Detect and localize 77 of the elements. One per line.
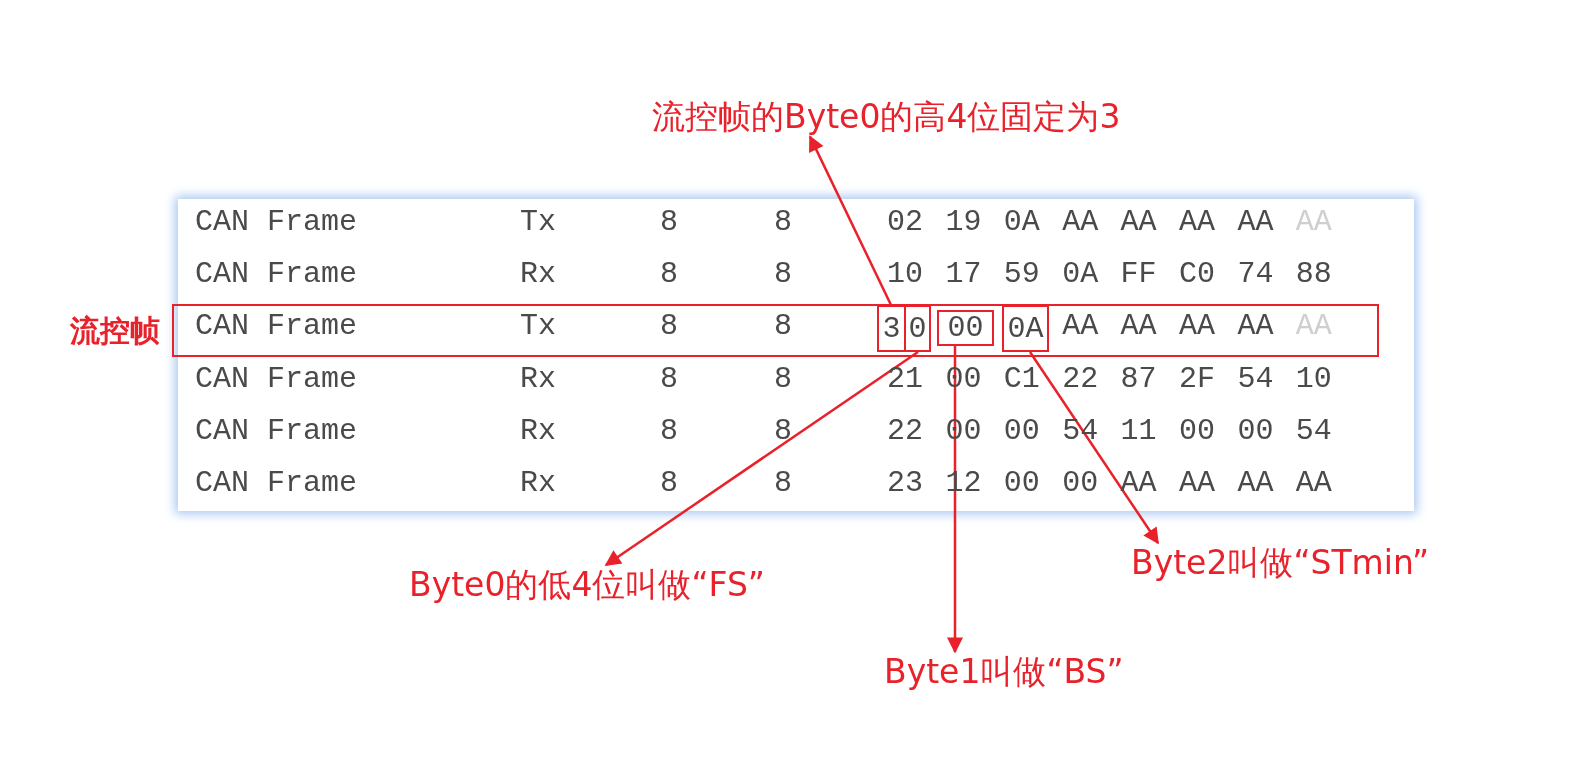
arrow [604, 350, 919, 567]
byte-cell: AA [1237, 207, 1274, 237]
length-cell: 8 [660, 364, 678, 394]
direction-cell: Rx [520, 364, 556, 394]
direction-cell: Tx [520, 311, 556, 341]
length-cell: 8 [660, 468, 678, 498]
arrow [1028, 351, 1160, 545]
byte-cell: AA [1120, 468, 1157, 498]
byte-cell: 10 [1295, 364, 1332, 394]
frame-type-cell: CAN Frame [195, 259, 358, 289]
byte-cell: AA [1295, 468, 1332, 498]
byte-cell: 23 [887, 468, 923, 498]
byte-cell: AA [1120, 311, 1157, 341]
callout-text: Byte2叫做“STmin” [1131, 543, 1430, 583]
byte-cell: 2F [1179, 364, 1215, 394]
direction-cell: Rx [520, 468, 556, 498]
byte-cell: 10 [887, 259, 923, 289]
byte-cell: 00 [1003, 468, 1040, 498]
length-cell: 8 [774, 416, 792, 446]
byte-cell: 0A [1003, 207, 1040, 237]
callout-text: Byte1叫做“BS” [884, 652, 1124, 692]
byte-cell: 00 [1237, 416, 1274, 446]
length-cell: 8 [774, 364, 792, 394]
length-cell: 8 [774, 207, 792, 237]
highlight-box: 0A [1002, 305, 1049, 352]
byte-cell: 74 [1237, 259, 1274, 289]
length-cell: 8 [774, 468, 792, 498]
byte-cell: 88 [1295, 259, 1332, 289]
byte-cell: 11 [1120, 416, 1157, 446]
length-cell: 8 [660, 416, 678, 446]
byte-cell: AA [1179, 468, 1215, 498]
byte-cell: 87 [1120, 364, 1157, 394]
byte-cell: 54 [1295, 416, 1332, 446]
byte-cell: 54 [1237, 364, 1274, 394]
byte-cell: AA [1237, 311, 1274, 341]
byte-cell: AA [1120, 207, 1157, 237]
highlight-box [172, 304, 1379, 357]
callout-text: Byte0的低4位叫做“FS” [409, 565, 765, 605]
frame-type-cell: CAN Frame [195, 364, 358, 394]
byte-cell: 59 [1003, 259, 1040, 289]
byte-cell: 02 [887, 207, 923, 237]
highlight-box: 00 [937, 310, 994, 346]
direction-cell: Rx [520, 416, 556, 446]
arrow [808, 135, 893, 306]
length-cell: 8 [660, 259, 678, 289]
byte-cell: C1 [1003, 364, 1040, 394]
byte-cell: 00 [1062, 468, 1099, 498]
byte-cell: 21 [887, 364, 923, 394]
arrow [947, 346, 963, 654]
length-cell: 8 [774, 259, 792, 289]
length-cell: 8 [660, 311, 678, 341]
byte-cell: 17 [945, 259, 982, 289]
byte-cell: 19 [945, 207, 982, 237]
length-cell: 8 [774, 311, 792, 341]
row-label: 流控帧 [70, 312, 160, 349]
byte-cell: AA [1179, 311, 1215, 341]
byte-cell: 22 [887, 416, 923, 446]
direction-cell: Rx [520, 259, 556, 289]
frame-type-cell: CAN Frame [195, 311, 358, 341]
byte-cell: AA [1062, 311, 1099, 341]
byte-cell: AA [1237, 468, 1274, 498]
byte-cell: 22 [1062, 364, 1099, 394]
direction-cell: Tx [520, 207, 556, 237]
byte-cell: AA [1179, 207, 1215, 237]
byte-cell: 00 [1179, 416, 1215, 446]
highlight-box: 3 [877, 305, 906, 352]
byte-cell: C0 [1179, 259, 1215, 289]
byte-cell: FF [1120, 259, 1157, 289]
byte-cell: 0A [1062, 259, 1099, 289]
frame-type-cell: CAN Frame [195, 207, 358, 237]
frame-type-cell: CAN Frame [195, 416, 358, 446]
byte-cell: AA [1062, 207, 1099, 237]
frame-type-cell: CAN Frame [195, 468, 358, 498]
callout-text: 流控帧的Byte0的高4位固定为3 [652, 97, 1121, 137]
byte-cell: 00 [1003, 416, 1040, 446]
highlight-box: 0 [904, 305, 931, 352]
length-cell: 8 [660, 207, 678, 237]
